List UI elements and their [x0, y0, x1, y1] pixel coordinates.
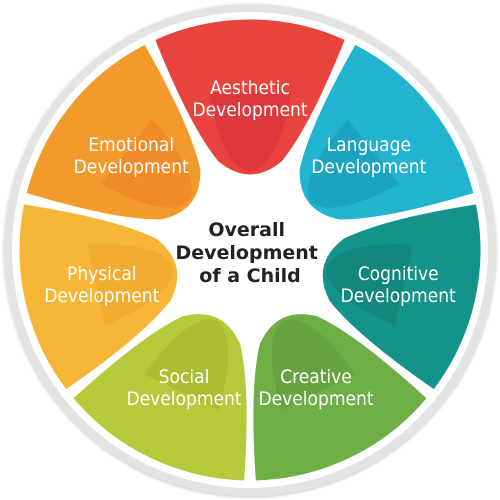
segment-label-line: Development	[126, 388, 241, 410]
segment-label-line: Development	[311, 156, 426, 178]
segment-label-line: Physical	[67, 263, 137, 285]
segment-lobe-physical	[87, 244, 174, 326]
segment-lobe-aesthetic	[208, 92, 292, 172]
segment-lobe-emotional	[101, 119, 192, 208]
center-title-line-3: of a Child	[199, 265, 300, 287]
segment-label-line: Aesthetic	[210, 77, 290, 99]
segment-label-line: Development	[258, 388, 373, 410]
segment-label-line: Social	[159, 366, 210, 388]
segment-lobe-social	[144, 319, 229, 410]
segment-lobe-cognitive	[326, 244, 413, 326]
segment-label-line: Development	[74, 156, 189, 178]
segment-label-line: Development	[341, 285, 456, 307]
segment-label-line: Development	[44, 285, 159, 307]
center-group: Overall Development of a Child	[175, 180, 324, 320]
segment-label-line: Emotional	[88, 134, 174, 156]
segments-group	[16, 16, 484, 484]
center-title: Overall Development of a Child	[175, 219, 324, 287]
segment-label-line: Development	[192, 99, 307, 121]
center-circle	[180, 180, 320, 320]
segment-lobe-creative	[271, 319, 356, 410]
center-title-line-1: Overall	[208, 219, 285, 241]
segment-lobe-language	[308, 119, 399, 208]
segment-label-line: Cognitive	[358, 263, 439, 285]
center-title-line-2: Development	[175, 242, 317, 264]
segment-label-line: Language	[327, 134, 411, 156]
segment-label-line: Creative	[280, 366, 352, 388]
